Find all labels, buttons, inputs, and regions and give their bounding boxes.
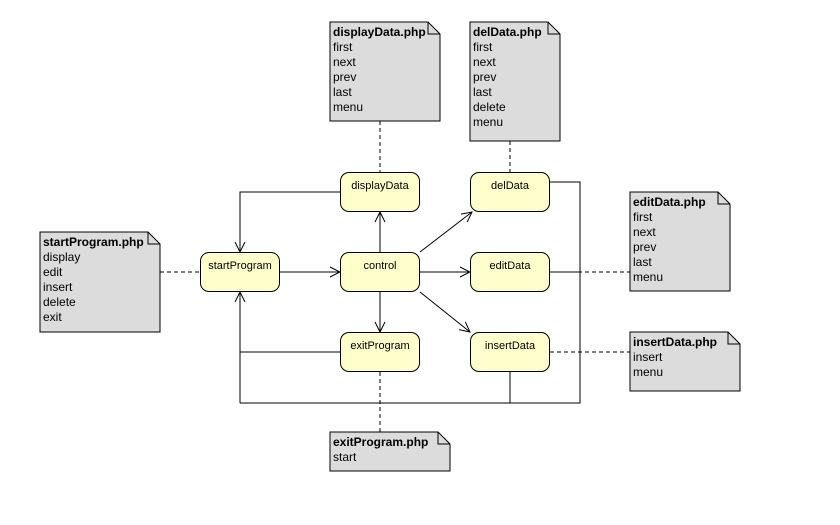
note-item: next <box>633 225 656 239</box>
note-item: menu <box>633 365 664 379</box>
note-title: editData.php <box>633 195 706 209</box>
note-title: exitProgram.php <box>333 435 429 449</box>
note-shape-editData <box>629 191 731 292</box>
note-item: next <box>473 55 496 69</box>
state-label: editData <box>489 260 531 272</box>
note-item: delete <box>473 100 506 114</box>
state-exitProgram[interactable]: exitProgram <box>340 332 420 372</box>
state-label: insertData <box>484 340 536 352</box>
note-item: edit <box>43 265 63 279</box>
note-delData: delData.php first next prev last delete … <box>470 23 558 132</box>
note-title: startProgram.php <box>43 235 144 249</box>
note-item: menu <box>333 100 364 114</box>
note-editData: editData.php first next prev last menu <box>630 193 728 287</box>
state-insertData[interactable]: insertData <box>470 332 550 372</box>
note-item: first <box>633 210 653 224</box>
note-shape-displayData <box>329 21 441 122</box>
note-item: last <box>473 85 492 99</box>
note-item: next <box>333 55 356 69</box>
transitions <box>240 181 581 404</box>
state-label: displayData <box>351 180 409 192</box>
state-startProgram[interactable]: startProgram <box>200 252 280 292</box>
state-label: delData <box>491 180 529 192</box>
note-item: last <box>333 85 352 99</box>
note-exitProgram: exitProgram.php start <box>330 433 448 467</box>
state-label: exitProgram <box>350 340 410 352</box>
note-item: first <box>473 40 493 54</box>
note-startProgram: startProgram.php display edit insert del… <box>40 233 158 327</box>
note-shape-delData <box>469 21 561 142</box>
note-item: insert <box>43 280 73 294</box>
note-item: display <box>43 250 81 264</box>
note-item: prev <box>473 70 497 84</box>
state-label: control <box>363 260 397 272</box>
state-delData[interactable]: delData <box>470 172 550 212</box>
transition-delData-loop <box>240 181 581 404</box>
note-title: displayData.php <box>333 25 426 39</box>
note-shape-exitProgram <box>329 431 451 472</box>
transition-control-insertData <box>419 291 470 332</box>
note-displayData: displayData.php first next prev last men… <box>330 23 438 117</box>
note-item: start <box>333 450 357 464</box>
state-label: startProgram <box>208 260 272 272</box>
note-item: exit <box>43 310 62 324</box>
note-item: menu <box>473 115 504 129</box>
state-displayData[interactable]: displayData <box>340 172 420 212</box>
note-anchors <box>160 121 630 432</box>
note-shapes <box>39 21 741 472</box>
note-insertData: insertData.php insert menu <box>630 333 738 382</box>
transition-displayData-startProgram <box>240 191 340 252</box>
note-title: insertData.php <box>633 335 718 349</box>
note-item: menu <box>633 270 664 284</box>
state-editData[interactable]: editData <box>470 252 550 292</box>
note-item: prev <box>333 70 357 84</box>
note-item: delete <box>43 295 76 309</box>
note-item: prev <box>633 240 657 254</box>
note-item: first <box>333 40 353 54</box>
transition-control-delData <box>419 212 472 253</box>
note-shape-startProgram <box>39 231 161 333</box>
note-title: delData.php <box>473 25 542 39</box>
note-item: insert <box>633 350 663 364</box>
note-item: last <box>633 255 652 269</box>
note-shape-insertData <box>629 331 741 392</box>
state-control[interactable]: control <box>340 252 420 292</box>
